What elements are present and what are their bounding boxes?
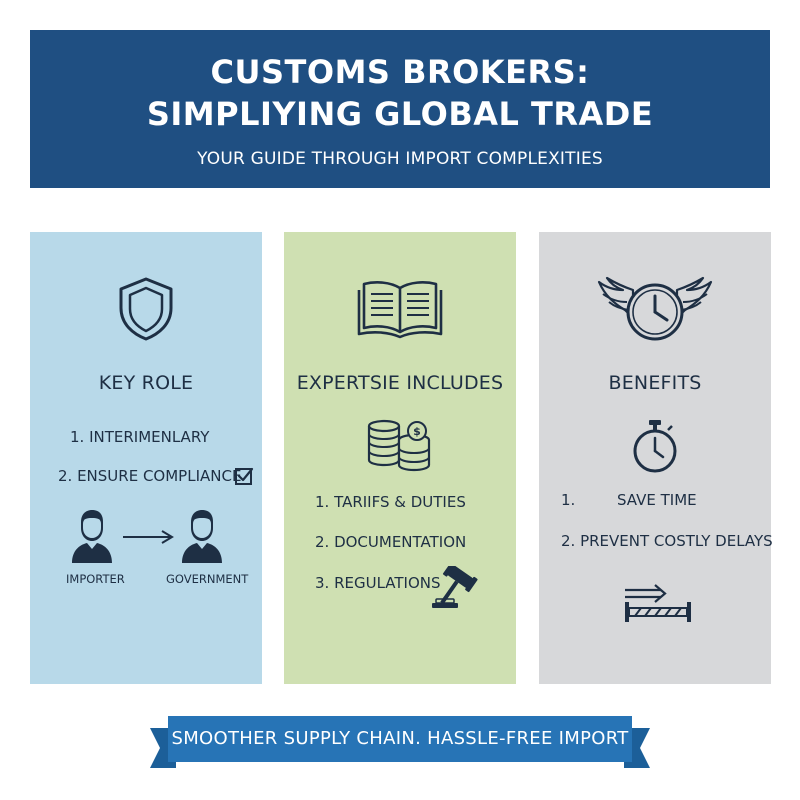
panel-key-role: KEY ROLE 1. INTERIMENLARY 2. ENSURE COMP… xyxy=(30,232,262,684)
list-item: SAVE TIME xyxy=(617,491,697,509)
page-title-line1: CUSTOMS BROKERS: xyxy=(210,53,590,91)
panel-benefits: BENEFITS 1. SAVE TIME 2. PREVENT COSTLY … xyxy=(539,232,773,684)
page-subtitle: YOUR GUIDE THROUGH IMPORT COMPLEXITIES xyxy=(197,149,603,169)
importer-label: IMPORTER xyxy=(66,572,125,586)
page-title-line2: SIMPLIYING GLOBAL TRADE xyxy=(146,95,654,133)
footer-banner-text: SMOOTHER SUPPLY CHAIN. HASSLE-FREE IMPOR… xyxy=(168,716,632,762)
checkbox-check-icon xyxy=(235,467,254,485)
list-item: 1. xyxy=(561,491,576,509)
coins-icon: $ xyxy=(367,419,431,472)
government-label: GOVERNMENT xyxy=(166,572,249,586)
list-item: 2. PREVENT COSTLY DELAYS xyxy=(561,532,773,550)
list-item: 2. DOCUMENTATION xyxy=(315,533,467,551)
panel-heading-key-role: KEY ROLE xyxy=(98,372,194,394)
importer-person-icon xyxy=(72,510,112,563)
list-item: 1. INTERIMENLARY xyxy=(70,428,210,446)
panel-heading-expertise: EXPERTSIE INCLUDES xyxy=(296,372,504,394)
footer-ribbon: SMOOTHER SUPPLY CHAIN. HASSLE-FREE IMPOR… xyxy=(150,716,650,768)
list-item: 3. REGULATIONS xyxy=(315,574,441,592)
list-item: 2. ENSURE COMPLIANCE xyxy=(58,467,242,485)
shield-icon xyxy=(119,277,173,341)
stopwatch-icon xyxy=(633,420,677,473)
government-person-icon xyxy=(182,510,222,563)
panel-expertise: EXPERTSIE INCLUDES $ 1. TARIIFS & DUTIES… xyxy=(284,232,516,684)
svg-text:$: $ xyxy=(413,425,421,438)
barrier-arrows-icon xyxy=(625,584,691,622)
arrow-right-icon xyxy=(123,530,174,544)
panel-heading-benefits: BENEFITS xyxy=(608,372,702,394)
list-item: 1. TARIIFS & DUTIES xyxy=(315,493,466,511)
open-book-icon xyxy=(357,281,443,339)
winged-clock-icon xyxy=(597,276,713,341)
header-banner: CUSTOMS BROKERS: SIMPLIYING GLOBAL TRADE… xyxy=(30,30,770,188)
gavel-icon xyxy=(432,566,478,608)
